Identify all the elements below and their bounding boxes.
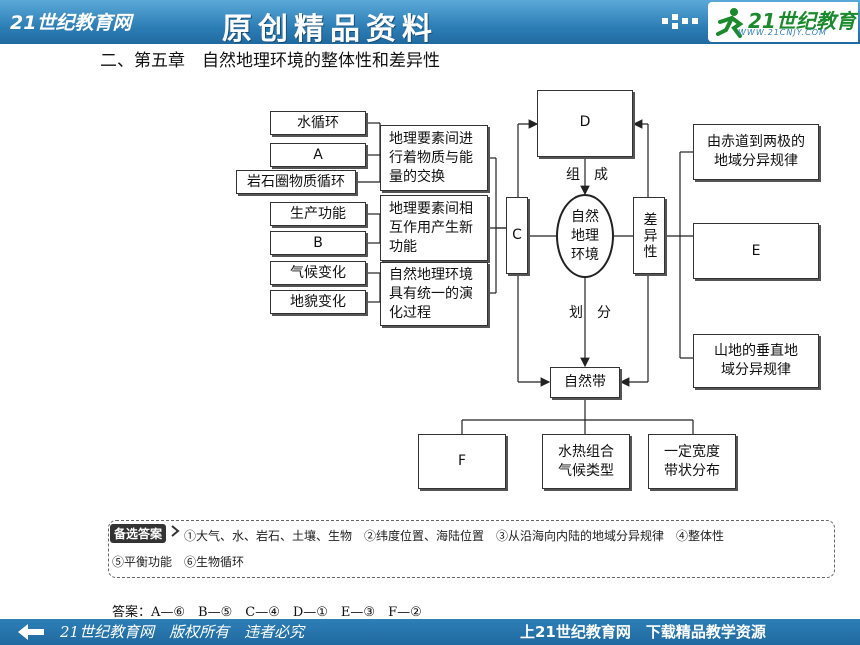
final-answer: 答案：A—⑥ B—⑤ C—④ D—① E—③ F—② xyxy=(112,605,422,620)
node-d: D xyxy=(537,90,633,157)
candidate-answers-box xyxy=(108,520,835,578)
node-climate-change: 气候变化 xyxy=(270,261,366,285)
decorative-dots-icon xyxy=(662,14,698,29)
candidate-answers-line-2: ⑤平衡功能 ⑥生物循环 xyxy=(112,555,245,569)
site-brand: 21世纪教育网 xyxy=(10,12,132,34)
candidate-answers-tag: 备选答案 xyxy=(110,524,167,543)
node-latitudinal-law: 由赤道到两极的地域分异规律 xyxy=(693,124,819,180)
banner-title: 原创精品资料 xyxy=(222,12,438,47)
footer-slogan: 上21世纪教育网 下载精品教学资源 xyxy=(520,623,766,641)
node-new-function-description: 地理要素间相互作用产生新功能 xyxy=(380,195,488,261)
candidate-answers-line-1: ①大气、水、岩石、土壤、生物 ②纬度位置、海陆位置 ③从沿海向内陆的地域分异规律… xyxy=(184,529,725,543)
label-divide: 划 分 xyxy=(569,305,611,321)
label-compose: 组 成 xyxy=(566,167,608,183)
node-water-cycle: 水循环 xyxy=(270,111,366,135)
node-landform-change: 地貌变化 xyxy=(270,290,366,314)
node-band-distribution: 一定宽度带状分布 xyxy=(648,434,736,489)
node-production-function: 生产功能 xyxy=(270,202,366,226)
node-e: E xyxy=(693,223,819,279)
bottom-bar xyxy=(0,619,860,645)
node-natural-environment: 自然地理环境 xyxy=(556,194,614,278)
footer-copyright: 21世纪教育网 版权所有 违者必究 xyxy=(60,623,305,641)
runner-logo-icon xyxy=(716,8,744,38)
logo-text: 21世纪教育 xyxy=(748,9,856,33)
node-c: C xyxy=(506,197,528,274)
node-vertical-law: 山地的垂直地域分异规律 xyxy=(693,334,819,388)
logo-url: WWW.21CNJY.COM xyxy=(738,28,827,37)
node-a: A xyxy=(270,143,366,167)
node-f: F xyxy=(418,434,506,489)
node-hydrothermal-climate: 水热组合气候类型 xyxy=(542,434,630,489)
chevron-right-icon xyxy=(171,525,180,537)
node-rock-cycle: 岩石圈物质循环 xyxy=(236,170,356,194)
back-arrow-icon[interactable] xyxy=(18,624,44,640)
logo[interactable]: 21世纪教育 WWW.21CNJY.COM xyxy=(708,2,858,42)
node-evolution-description: 自然地理环境具有统一的演化过程 xyxy=(380,262,488,326)
node-difference: 差异性 xyxy=(633,197,665,274)
node-b: B xyxy=(270,231,366,255)
node-natural-zone: 自然带 xyxy=(550,367,620,398)
page-title: 二、第五章 自然地理环境的整体性和差异性 xyxy=(100,51,440,71)
node-exchange-description: 地理要素间进行着物质与能量的交换 xyxy=(380,125,488,191)
